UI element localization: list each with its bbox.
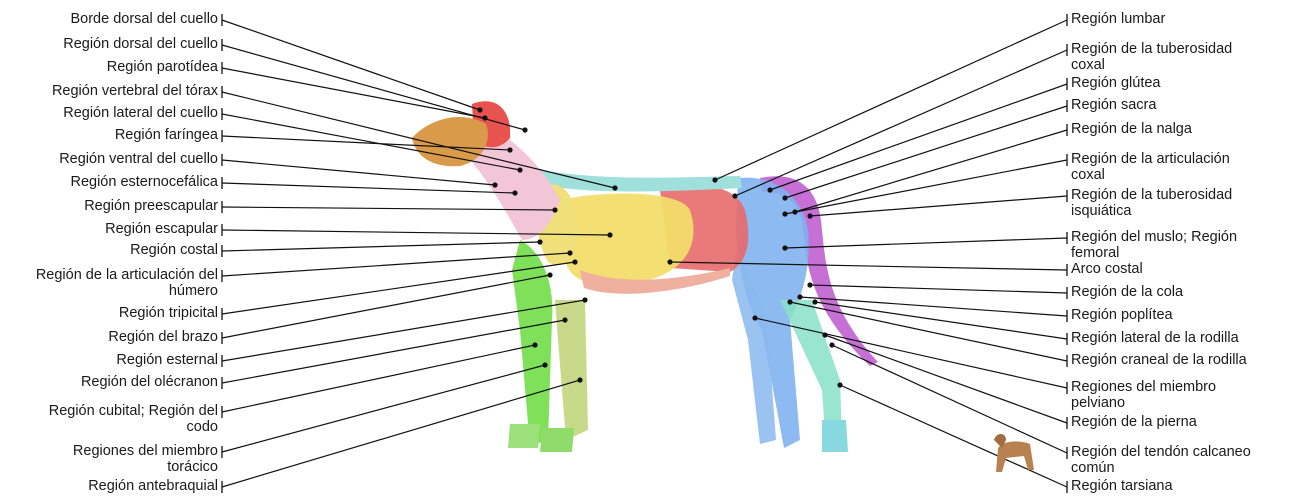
anatomy-diagram: Borde dorsal del cuelloRegión dorsal del…: [0, 0, 1296, 499]
inset-dog-thumbnail: [0, 0, 1296, 499]
